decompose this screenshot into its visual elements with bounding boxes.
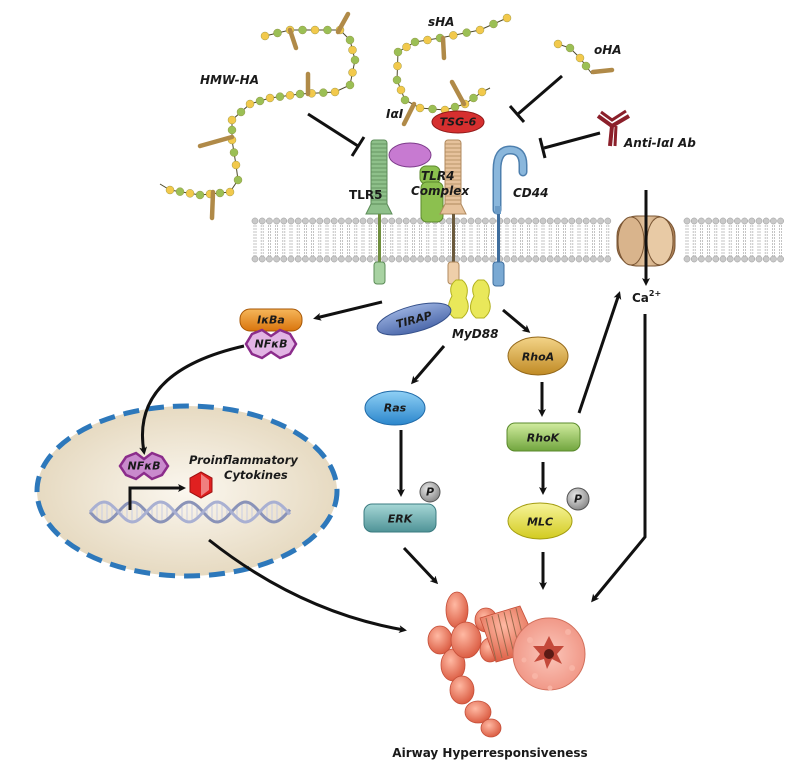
tlr4-label-line1: TLR4 [421,169,454,183]
signal-arrows [139,190,650,634]
nuclear-nfkb-label: NFκB [128,460,161,473]
mlc-phospho-icon [566,487,590,511]
rhok-label: RhoK [527,432,561,445]
cytokine-icon [189,471,213,499]
cd44-label: CD44 [513,186,548,200]
erk-phospho-label: P [426,486,434,499]
tsg6-protein: TSG-6 [431,110,485,134]
erk-phospho-icon [419,481,441,503]
arrow-nfkb-to-nucleus [139,344,245,455]
inhibition-oha [508,74,563,123]
tlr5-receptor [365,139,393,285]
rhoa-label: RhoA [522,351,554,364]
ras-node: Ras [364,390,426,426]
tirap-protein: TIRAP [376,302,452,336]
inhibition-anti-iai [538,131,601,159]
arrow-myd88-to-rhoa [502,308,531,333]
cytokines-label-line1: Proinflammatory [189,453,298,467]
anti-iai-antibody-icon [596,109,631,147]
transcription-arrow [128,484,186,510]
cd14-protein [419,165,444,223]
md2-protein [388,142,432,168]
tsg6-label: TSG-6 [440,116,477,129]
anti-iai-ab-label: Anti-IαI Ab [623,136,696,150]
nuclear-nfkb: NFκB [118,451,170,481]
arrow-tirap-to-ikba [313,300,383,321]
cd44-receptor [492,145,528,287]
arrow-myd88-to-ras [411,345,446,385]
arrow-calcium-to-airway [591,314,647,603]
oha-label: oHA [594,43,622,57]
tlr5-label: TLR5 [349,188,382,202]
inhibition-hmw-ha [307,112,366,157]
tlr4-receptor [439,139,467,285]
mlc-label: MLC [527,516,553,529]
arrow-erk-to-airway [402,546,439,585]
mlc-node: MLC P [507,487,590,540]
ras-label: Ras [384,402,407,415]
arrow-rhok-to-calcium [577,291,622,414]
ikba-label: IκBa [257,314,285,327]
ikba-nfkb-complex: IκBa NFκB [239,308,303,360]
cell-membrane [251,217,784,263]
hmw-ha-label: HMW-HA [200,73,259,87]
nucleus [34,403,340,579]
erk-label: ERK [388,513,414,526]
dna-helix [88,500,292,524]
myd88-label: MyD88 [452,327,498,341]
rhoa-node: RhoA [507,336,569,376]
nfkb-label: NFκB [255,338,288,351]
sha-label: sHA [428,15,454,29]
iai-label: IαI [386,107,404,121]
hyaluronan-chains [159,11,615,221]
cytokines-label-line2: Cytokines [224,468,288,482]
myd88-protein [448,279,491,319]
calcium-label: Ca2+ [632,289,661,305]
arrow-cytokines-to-airway [208,538,407,634]
airway-illustration [427,591,586,738]
outcome-label: Airway Hyperresponsiveness [392,746,587,760]
mlc-phospho-label: P [574,493,582,506]
rhok-node: RhoK [506,422,581,452]
tlr4-label-line2: Complex [411,184,470,198]
erk-node: ERK P [363,481,441,533]
